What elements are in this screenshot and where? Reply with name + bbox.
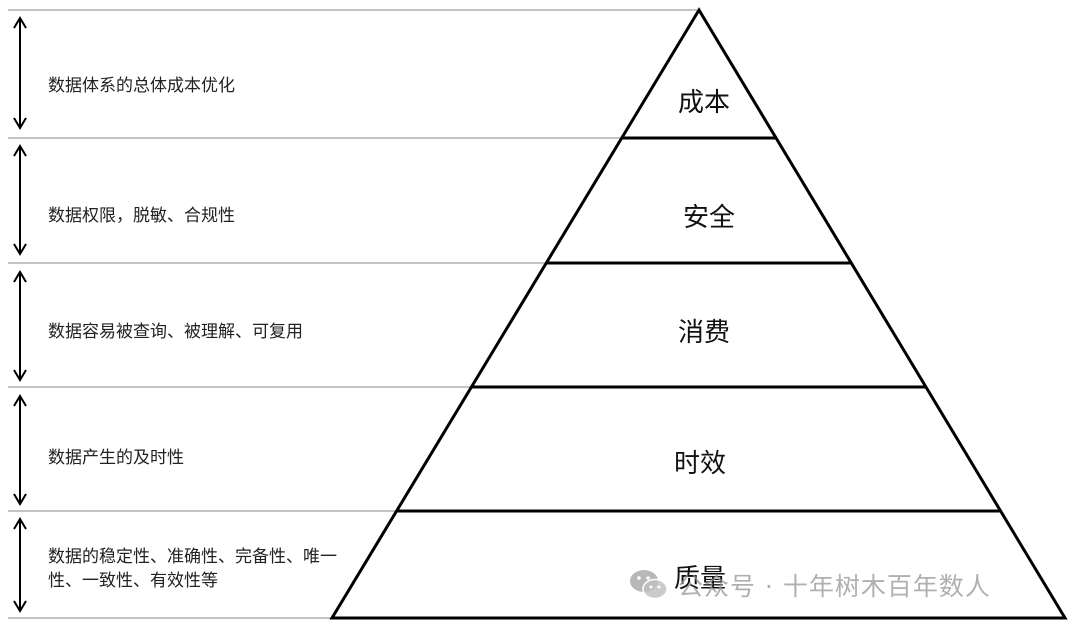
pyramid-outline — [329, 7, 1068, 620]
arrow-icon — [13, 517, 27, 613]
tier-label-timeliness: 时效 — [674, 449, 726, 479]
arrow-icon — [13, 270, 27, 382]
tier-description-timeliness: 数据产生的及时性 — [48, 448, 184, 468]
tier-label-cost: 成本 — [678, 88, 730, 118]
watermark-text: 公众号 · 十年树木百年数人 — [678, 572, 991, 601]
arrow-icon — [13, 144, 27, 256]
tier-description-quality: 数据的稳定性、准确性、完备性、唯一性、一致性、有效性等 — [48, 547, 337, 591]
watermark: 公众号 · 十年树木百年数人 — [628, 565, 991, 605]
tier-description-consumption: 数据容易被查询、被理解、可复用 — [48, 322, 303, 342]
tier-label-quality: 质量 — [674, 564, 726, 594]
tier-label-consumption: 消费 — [678, 318, 730, 348]
tier-description-cost: 数据体系的总体成本优化 — [48, 76, 235, 96]
wechat-icon — [630, 570, 668, 600]
tier-description-security: 数据权限，脱敏、合规性 — [48, 206, 235, 226]
arrow-icon — [13, 394, 27, 506]
tier-label-security: 安全 — [683, 203, 735, 233]
arrow-icon — [13, 16, 27, 130]
